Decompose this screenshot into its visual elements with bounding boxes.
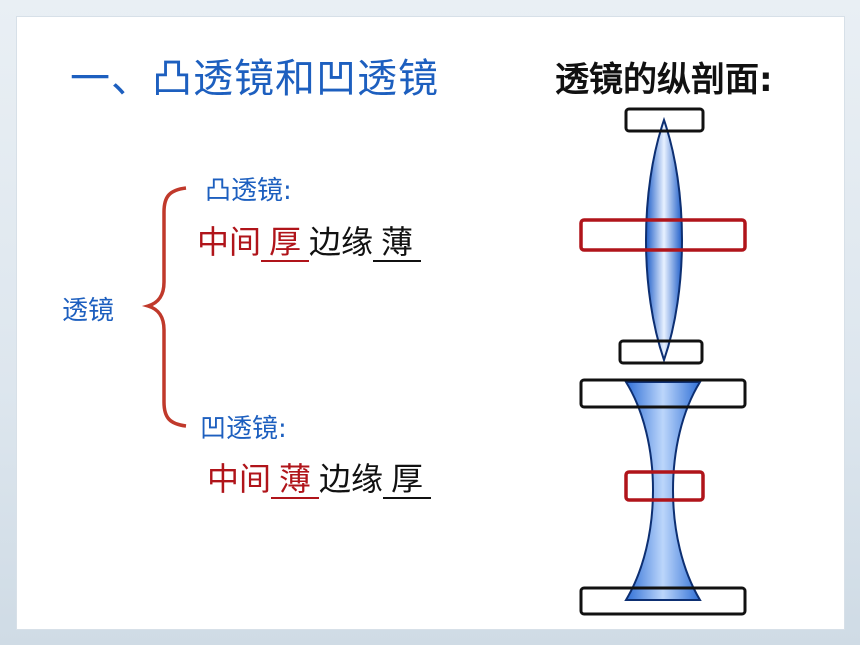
convex-edge-fill: 薄 bbox=[381, 223, 414, 261]
convex-middle-blank: 厚 bbox=[261, 223, 310, 262]
concave-lens-label: 凹透镜: bbox=[200, 414, 287, 444]
concave-bottom-edge-box bbox=[579, 586, 747, 616]
concave-middle-blank: 薄 bbox=[271, 460, 320, 499]
concave-top-edge-box bbox=[579, 378, 747, 409]
lens-section-heading: 透镜的纵剖面: bbox=[555, 60, 773, 100]
concave-lens-shape bbox=[624, 381, 702, 601]
slide-panel bbox=[16, 16, 845, 630]
slide-title: 一、凸透镜和凹透镜 bbox=[70, 56, 439, 102]
convex-middle-prefix: 中间 bbox=[197, 223, 262, 261]
convex-edge-blank: 薄 bbox=[373, 223, 422, 262]
lens-term: 透镜 bbox=[62, 296, 115, 326]
convex-description: 中间厚边缘薄 bbox=[197, 217, 422, 263]
convex-middle-fill: 厚 bbox=[269, 223, 302, 261]
concave-description: 中间薄边缘厚 bbox=[207, 454, 432, 500]
convex-bottom-edge-box bbox=[618, 339, 704, 365]
convex-lens-label: 凸透镜: bbox=[205, 176, 292, 206]
convex-middle-box bbox=[579, 218, 747, 252]
convex-edge-prefix: 边缘 bbox=[309, 223, 374, 261]
concave-edge-prefix: 边缘 bbox=[319, 460, 384, 498]
concave-middle-box bbox=[624, 470, 705, 502]
concave-edge-blank: 厚 bbox=[383, 460, 432, 499]
convex-top-edge-box bbox=[624, 107, 705, 133]
concave-middle-fill: 薄 bbox=[279, 460, 312, 498]
grouping-brace bbox=[141, 186, 187, 428]
convex-lens-shape bbox=[645, 116, 683, 364]
concave-edge-fill: 厚 bbox=[391, 460, 424, 498]
concave-middle-prefix: 中间 bbox=[207, 460, 272, 498]
